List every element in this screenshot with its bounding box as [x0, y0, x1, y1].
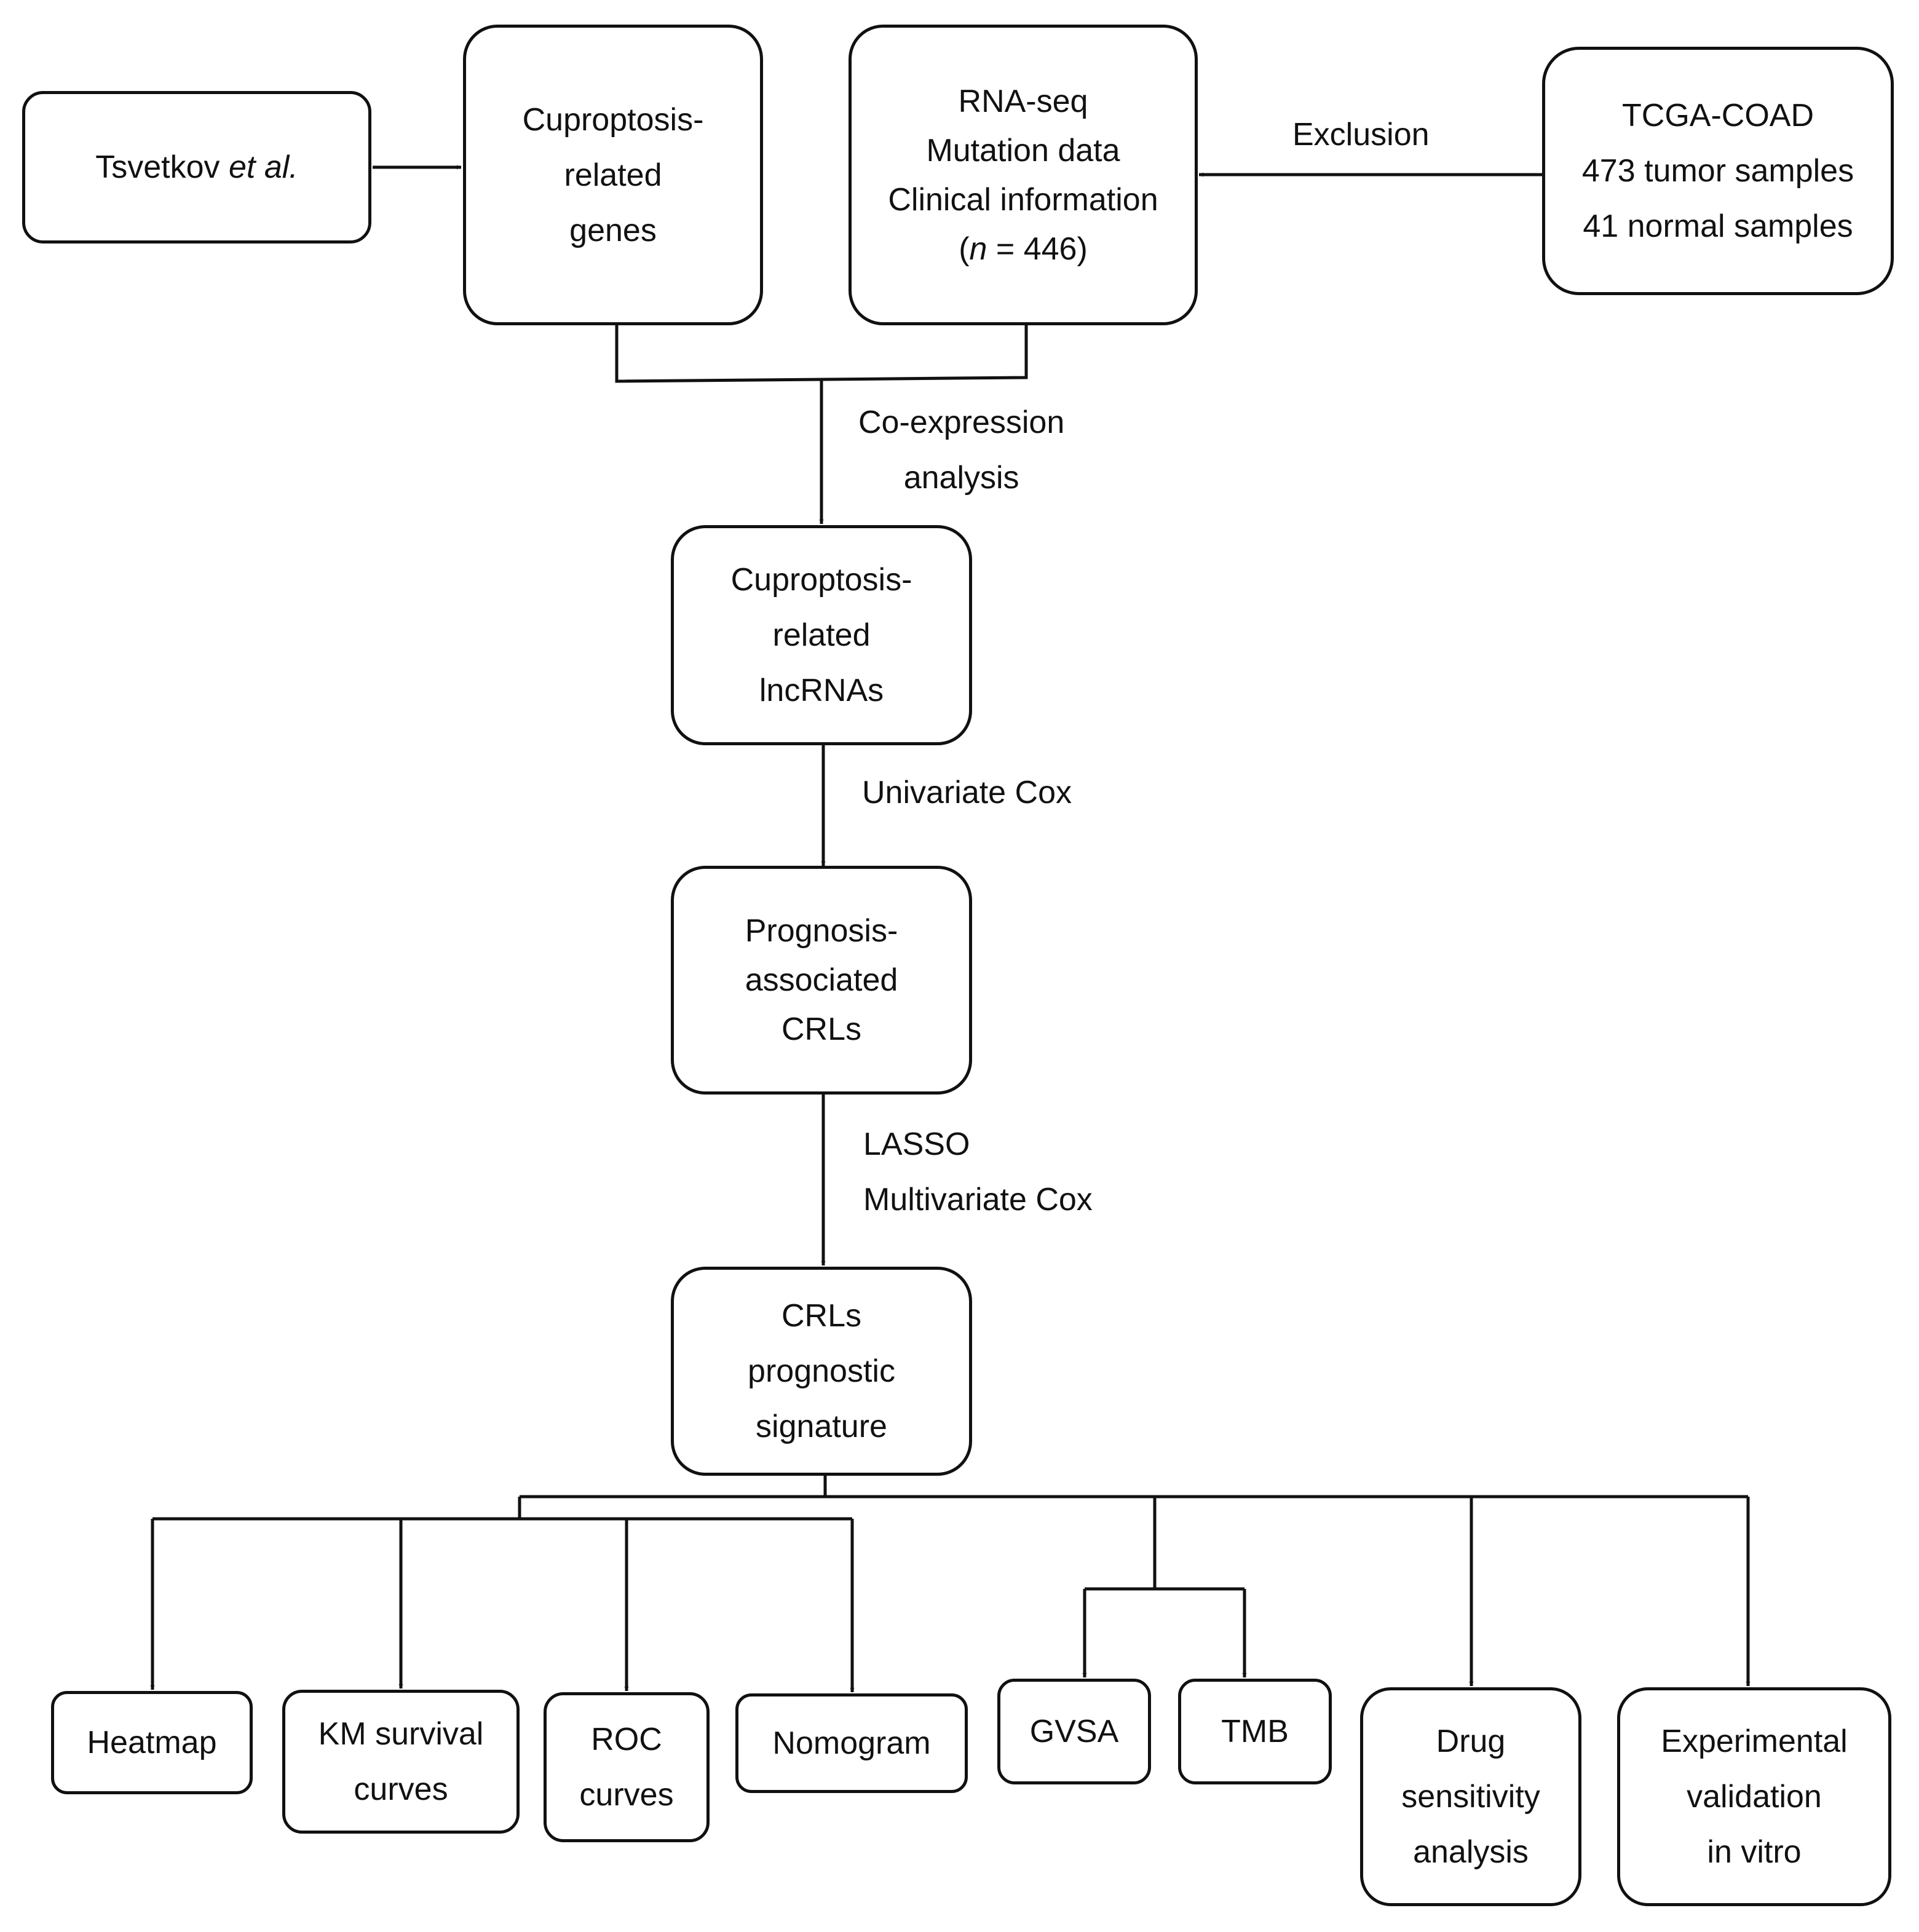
tcga-line-3: 41 normal samples: [1583, 208, 1853, 244]
prognosis-line-1: Prognosis-: [745, 913, 898, 949]
box-gvsa: GVSA: [997, 1679, 1151, 1784]
signature-line-1: CRLs: [781, 1298, 862, 1334]
box-tsvetkov: Tsvetkov et al.: [22, 91, 371, 243]
box-tcga: TCGA-COAD 473 tumor samples 41 normal sa…: [1542, 47, 1894, 295]
box-experimental-validation: Experimental validation in vitro: [1617, 1687, 1891, 1906]
box-lncrnas: Cuproptosis- related lncRNAs: [671, 525, 972, 745]
coexpression-line-1: Co-expression: [858, 405, 1065, 440]
coexpression-line-2: analysis: [903, 460, 1019, 496]
drug-line-3: analysis: [1413, 1834, 1529, 1870]
prognosis-line-3: CRLs: [781, 1012, 862, 1047]
rnaseq-line-2: Mutation data: [926, 132, 1120, 168]
box-prognosis: Prognosis- associated CRLs: [671, 866, 972, 1095]
tsvetkov-et-al: et al.: [229, 149, 298, 185]
genes-line-3: genes: [569, 212, 657, 248]
signature-line-2: prognostic: [748, 1353, 895, 1389]
lncrnas-line-3: lncRNAs: [759, 673, 884, 708]
drug-line-2: sensitivity: [1401, 1779, 1540, 1815]
lncrnas-line-2: related: [772, 617, 871, 653]
km-line-1: KM survival: [318, 1716, 484, 1752]
label-exclusion: Exclusion: [1292, 117, 1430, 152]
box-roc-curves: ROC curves: [544, 1692, 710, 1842]
rnaseq-sample-size: (n = 446): [959, 224, 1088, 274]
lncrnas-line-1: Cuproptosis-: [730, 562, 912, 598]
experimental-line-2: validation: [1687, 1779, 1822, 1815]
box-rnaseq: RNA-seq Mutation data Clinical informati…: [849, 25, 1198, 325]
label-coexpression: Co-expression analysis: [858, 395, 1064, 505]
signature-line-3: signature: [756, 1409, 887, 1444]
n-open: (: [959, 231, 970, 267]
heatmap-label: Heatmap: [87, 1725, 217, 1760]
tmb-label: TMB: [1221, 1714, 1289, 1749]
genes-line-1: Cuproptosis-: [522, 101, 704, 138]
box-tsvetkov-label: Tsvetkov et al.: [95, 140, 298, 195]
lasso-line-1: LASSO: [863, 1126, 970, 1162]
roc-line-2: curves: [579, 1777, 674, 1813]
box-nomogram: Nomogram: [735, 1693, 968, 1793]
gvsa-label: GVSA: [1029, 1714, 1119, 1749]
rnaseq-line-3: Clinical information: [888, 181, 1158, 218]
box-drug-sensitivity: Drug sensitivity analysis: [1360, 1687, 1581, 1906]
box-heatmap: Heatmap: [51, 1691, 253, 1794]
n-variable: n: [969, 231, 987, 267]
label-univariate: Univariate Cox: [862, 775, 1072, 810]
experimental-line-3: in vitro: [1707, 1834, 1802, 1870]
nomogram-label: Nomogram: [772, 1725, 931, 1761]
genes-line-2: related: [564, 157, 662, 193]
rnaseq-line-1: RNA-seq: [958, 83, 1088, 119]
tcga-line-1: TCGA-COAD: [1622, 98, 1814, 133]
tsvetkov-author: Tsvetkov: [95, 149, 229, 185]
box-km-curves: KM survival curves: [282, 1690, 520, 1834]
box-cuproptosis-genes: Cuproptosis- related genes: [463, 25, 763, 325]
tcga-line-2: 473 tumor samples: [1581, 153, 1854, 189]
box-signature: CRLs prognostic signature: [671, 1267, 972, 1476]
drug-line-1: Drug: [1436, 1724, 1506, 1759]
label-lasso: LASSO Multivariate Cox: [863, 1117, 1093, 1227]
roc-line-1: ROC: [591, 1722, 662, 1757]
lasso-line-2: Multivariate Cox: [863, 1182, 1093, 1217]
prognosis-line-2: associated: [745, 962, 898, 998]
box-tmb: TMB: [1178, 1679, 1332, 1784]
km-line-2: curves: [354, 1772, 448, 1807]
merge-bracket: [615, 325, 1028, 383]
experimental-line-1: Experimental: [1661, 1724, 1848, 1759]
n-value: = 446): [987, 231, 1088, 267]
